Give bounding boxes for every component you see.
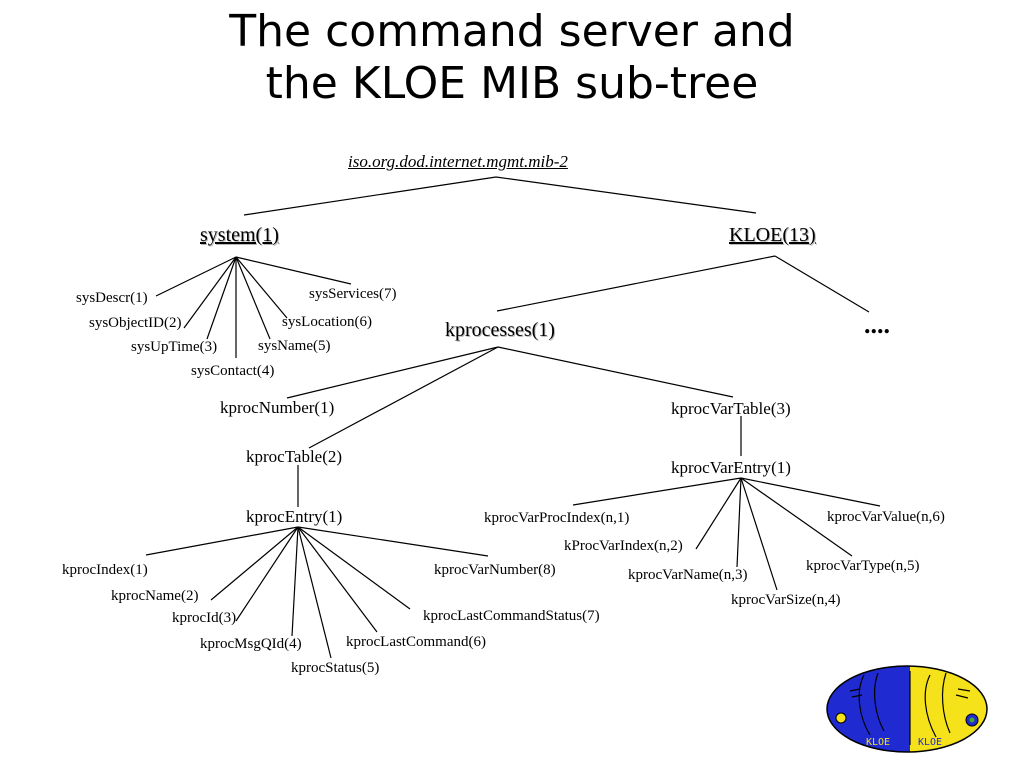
edge-kprocvarentry-varvalue bbox=[740, 477, 881, 507]
edge-kloe-more bbox=[774, 255, 870, 313]
node-kprocvarname: kprocVarName(n,3) bbox=[628, 567, 748, 583]
node-sysdescr: sysDescr(1) bbox=[76, 290, 148, 306]
node-kprocvartype: kprocVarType(n,5) bbox=[806, 558, 920, 574]
node-kprocname: kprocName(2) bbox=[111, 588, 199, 604]
kloe-logo: KLOE KLOE bbox=[826, 665, 988, 753]
node-kprocindex: kprocIndex(1) bbox=[62, 562, 148, 578]
edge-kprocentry-kprocindex bbox=[145, 526, 299, 556]
edge-kprocentry-kprocid bbox=[235, 526, 299, 622]
edge-kprocvarentry-varname bbox=[736, 477, 742, 568]
edge-kprocvarentry-varindex bbox=[695, 477, 742, 550]
edge-root-kloe bbox=[495, 176, 757, 214]
node-kprocesses: kprocesses(1) bbox=[445, 319, 555, 341]
edge-kprocesses-kprocvartable bbox=[497, 346, 734, 398]
slide-title-line-2: the KLOE MIB sub-tree bbox=[265, 58, 759, 109]
edge-system-sysuptime bbox=[206, 256, 237, 340]
edge-root-system bbox=[243, 176, 497, 216]
node-syslocation: sysLocation(6) bbox=[282, 314, 372, 330]
svg-text:KLOE: KLOE bbox=[918, 737, 942, 748]
edge-kprocentry-kprocvarnumber bbox=[297, 526, 489, 557]
node-kprocvarvalue: kprocVarValue(n,6) bbox=[827, 509, 945, 525]
edge-kprocvarentry-varsize bbox=[740, 477, 778, 591]
node-kprocvarsize: kprocVarSize(n,4) bbox=[731, 592, 841, 608]
node-sysuptime: sysUpTime(3) bbox=[131, 339, 218, 355]
node-root-oid: iso.org.dod.internet.mgmt.mib-2 bbox=[348, 152, 568, 171]
node-sysservices: sysServices(7) bbox=[309, 286, 397, 302]
edge-kprocentry-kproclastcommand bbox=[297, 526, 378, 633]
edge-system-syslocation bbox=[235, 256, 288, 319]
edge-kprocentry-kprocstatus bbox=[297, 526, 332, 659]
edge-kloe-kprocesses bbox=[496, 255, 776, 312]
node-kprocvarprocindex: kprocVarProcIndex(n,1) bbox=[484, 510, 630, 526]
slide-title-line-1: The command server and bbox=[229, 6, 795, 57]
edge-kprocvarentry-procindex bbox=[572, 477, 742, 506]
edge-kprocesses-kprocnumber bbox=[286, 346, 499, 399]
node-more-ellipsis: .... bbox=[864, 310, 890, 339]
node-kprocstatus: kprocStatus(5) bbox=[291, 660, 380, 676]
edge-system-sysobjectid bbox=[183, 256, 237, 329]
node-sysobjectid: sysObjectID(2) bbox=[89, 315, 182, 331]
edge-system-sysservices bbox=[235, 256, 352, 285]
node-kproclastcommand: kprocLastCommand(6) bbox=[346, 634, 486, 650]
edge-kprocesses-kproctable bbox=[308, 346, 499, 449]
node-kproctable: kprocTable(2) bbox=[246, 447, 343, 466]
edge-kprocvarentry-vartype bbox=[740, 477, 853, 557]
edge-kprocentry-kproclastcommandstatus bbox=[297, 526, 411, 610]
node-kprocvartable: kprocVarTable(3) bbox=[671, 399, 791, 418]
edge-system-sysdescr bbox=[155, 256, 237, 297]
edge-kprocentry-kprocname bbox=[210, 526, 299, 601]
node-kprocvarindex: kProcVarIndex(n,2) bbox=[564, 538, 683, 554]
node-system: system(1) bbox=[200, 224, 279, 246]
edge-system-sysname bbox=[235, 256, 271, 340]
slide-title: The command server and the KLOE MIB sub-… bbox=[0, 6, 1024, 110]
node-kprocnumber: kprocNumber(1) bbox=[220, 398, 335, 417]
node-syscontact: sysContact(4) bbox=[191, 363, 275, 379]
node-kloe: KLOE(13) bbox=[729, 224, 816, 246]
node-kprocvarnumber: kprocVarNumber(8) bbox=[434, 562, 556, 578]
edge-kprocentry-kprocmsgqid bbox=[291, 526, 299, 637]
node-kprocentry: kprocEntry(1) bbox=[246, 507, 343, 526]
node-kproclastcommandstatus: kprocLastCommandStatus(7) bbox=[423, 608, 600, 624]
node-kprocid: kprocId(3) bbox=[172, 610, 237, 626]
node-sysname: sysName(5) bbox=[258, 338, 331, 354]
svg-text:KLOE: KLOE bbox=[866, 737, 890, 748]
node-kprocvarentry: kprocVarEntry(1) bbox=[671, 458, 791, 477]
node-kprocmsgqid: kprocMsgQId(4) bbox=[200, 636, 302, 652]
